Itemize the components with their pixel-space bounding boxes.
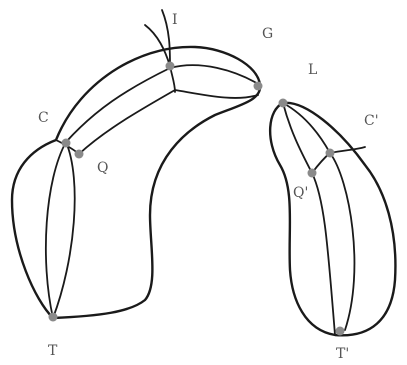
label-c-prime: C' bbox=[364, 113, 379, 129]
point-g bbox=[254, 82, 263, 91]
point-t-prime bbox=[336, 327, 345, 336]
label-c: C bbox=[38, 110, 49, 126]
left-inner-curve-a bbox=[46, 142, 66, 318]
point-c bbox=[62, 139, 71, 148]
point-i bbox=[166, 62, 175, 71]
point-l bbox=[279, 99, 288, 108]
label-l: L bbox=[308, 62, 317, 78]
point-q-prime bbox=[308, 169, 317, 178]
left-inner-upper-curve bbox=[66, 65, 260, 142]
point-q bbox=[75, 150, 84, 159]
label-q-prime: Q' bbox=[293, 185, 308, 201]
left-shape-outline bbox=[12, 47, 260, 318]
labels: I G C Q T L C' Q' T' bbox=[38, 12, 379, 362]
point-t bbox=[49, 313, 58, 322]
point-c-prime bbox=[326, 149, 335, 158]
label-i: I bbox=[172, 12, 178, 28]
left-shape bbox=[12, 10, 260, 318]
label-g: G bbox=[262, 26, 273, 42]
right-shape bbox=[270, 103, 395, 336]
label-t-prime: T' bbox=[336, 346, 349, 362]
label-t: T bbox=[48, 343, 58, 359]
left-cross-line-i-2 bbox=[145, 25, 170, 66]
left-inner-lower-curve bbox=[79, 90, 258, 154]
label-q: Q bbox=[97, 160, 108, 176]
